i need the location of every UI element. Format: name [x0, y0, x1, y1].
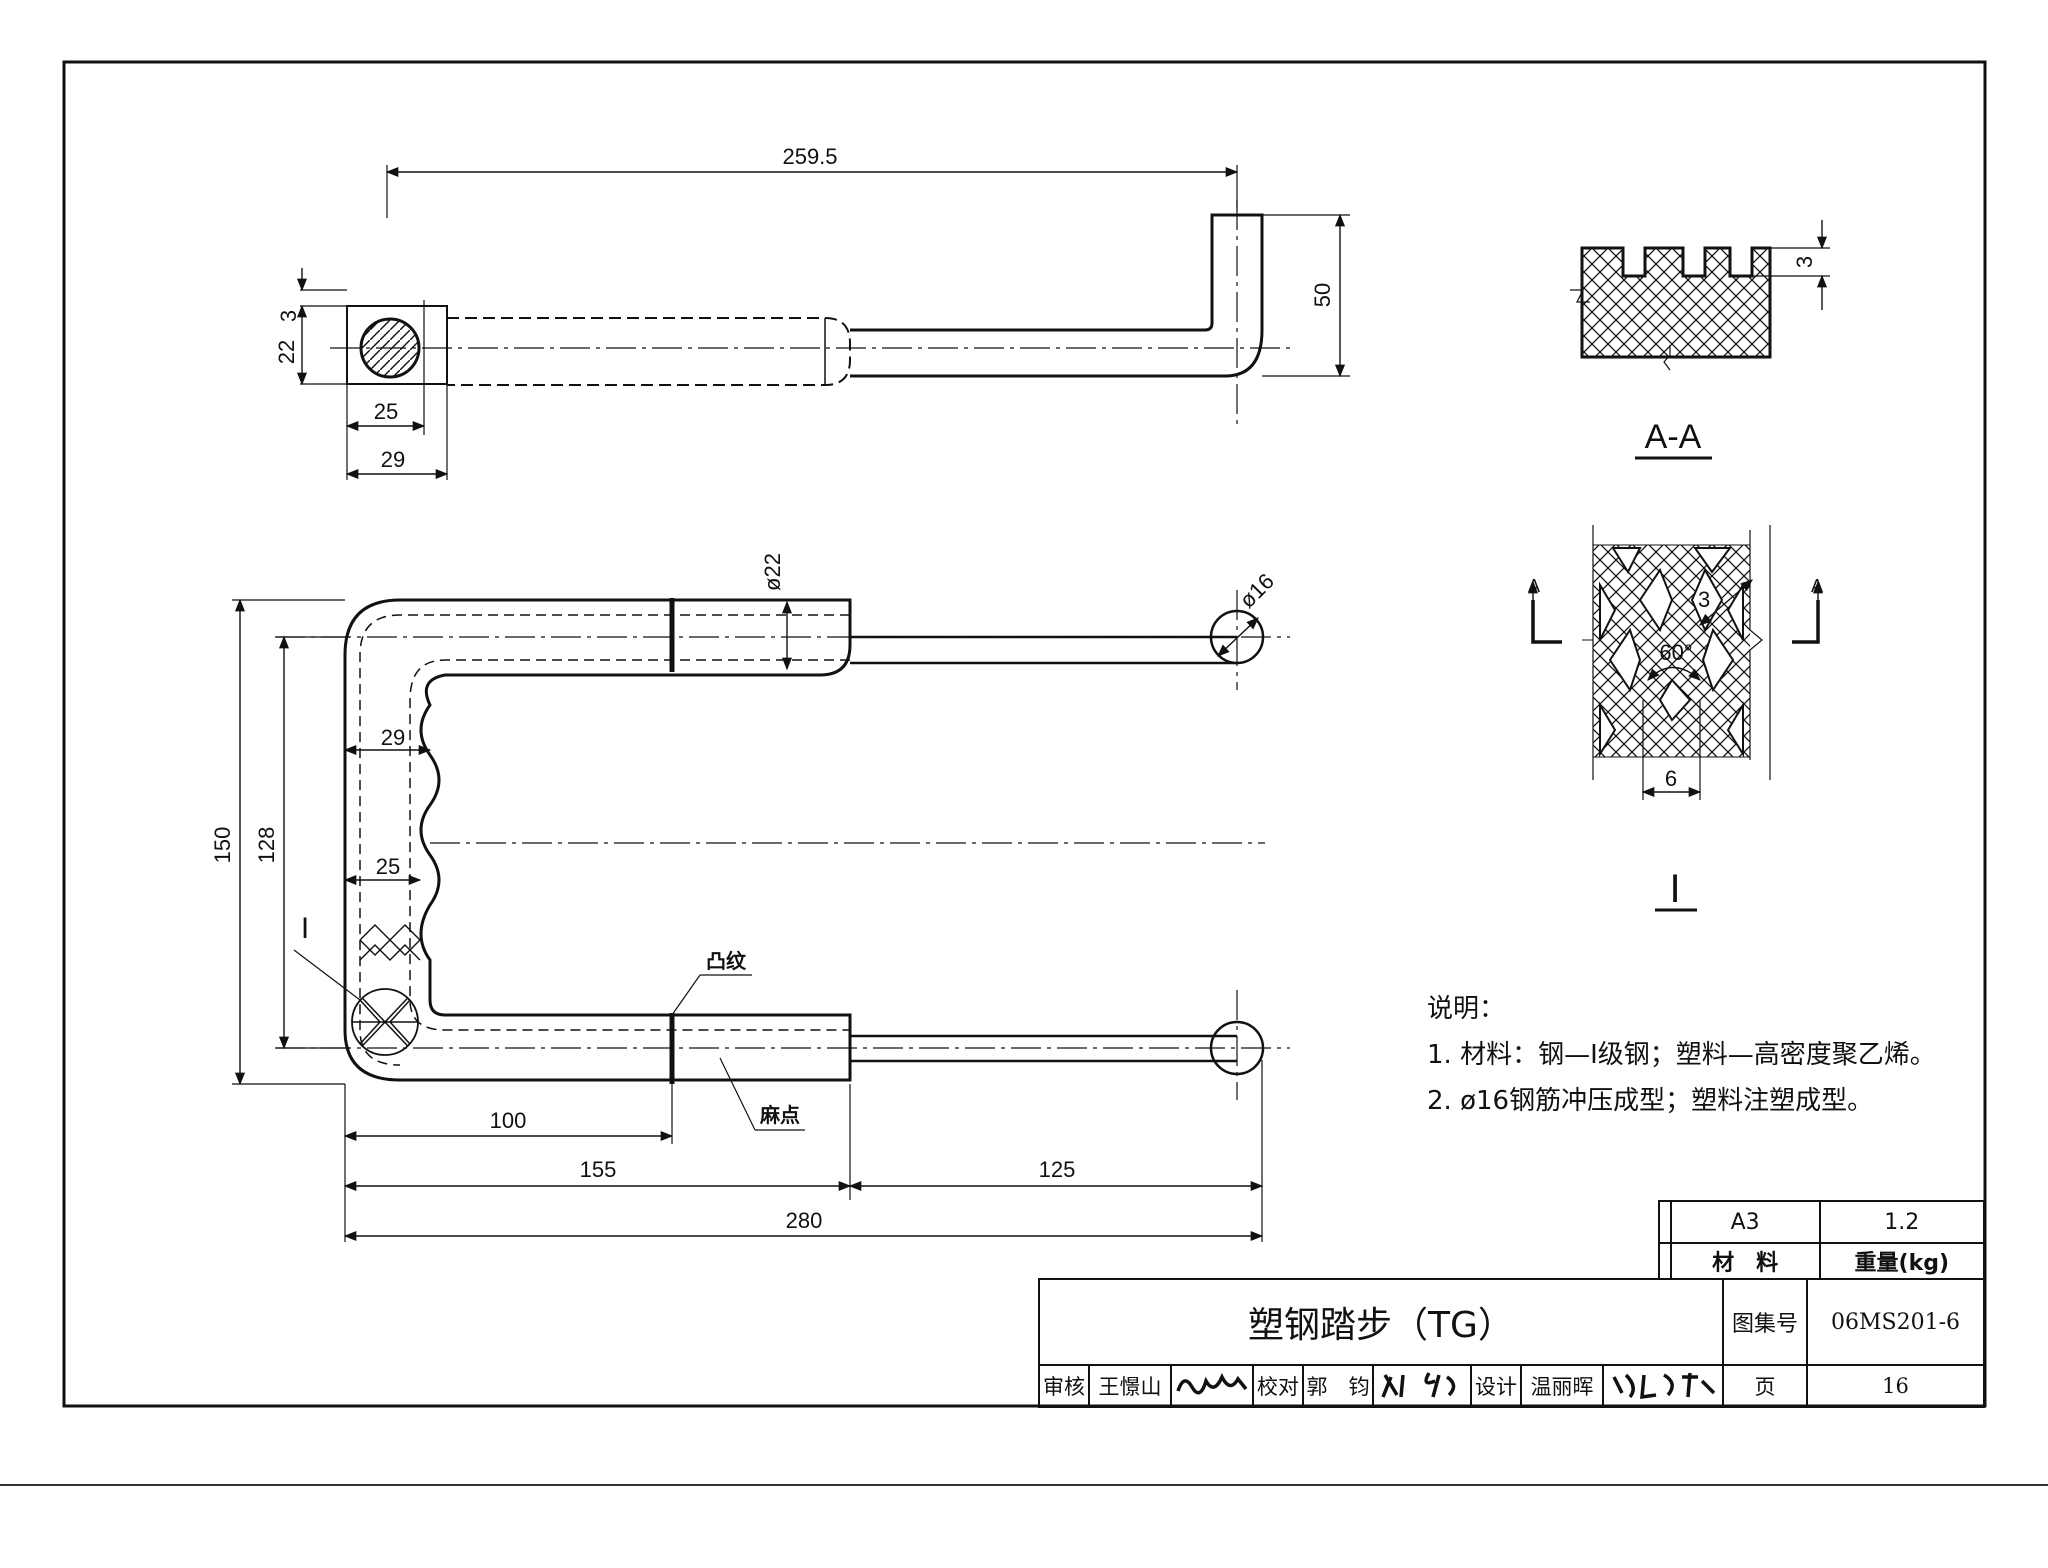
title-block: 塑钢踏步（TG） 图集号 06MS201-6 审核 王憬山 校对 郭 钧 设计 … [1038, 1278, 1985, 1408]
section-aa: 3 A-A [1570, 220, 1830, 460]
dim-3: 3 [276, 310, 301, 322]
detail-i: A A 3 60° 6 I [1527, 525, 1824, 912]
reviewer-name: 王憬山 [1088, 1364, 1172, 1408]
dim-d16: ø16 [1234, 568, 1278, 612]
dim-aa-3: 3 [1792, 256, 1817, 268]
atlas-label: 图集号 [1722, 1278, 1808, 1366]
dim-150: 150 [210, 827, 235, 864]
dim-259-5: 259.5 [782, 144, 837, 169]
front-view-dimensions: 150 128 ø22 ø16 29 25 100 155 125 280 [210, 553, 1279, 1242]
weight-label: 重量(kg) [1818, 1242, 1986, 1280]
note-item-1: 1. 材料：钢—Ⅰ级钢；塑料—高密度聚乙烯。 [1427, 1040, 1936, 1070]
arrow-a-right: A [1811, 576, 1823, 596]
top-view-dimensions: 259.5 50 3 22 25 29 [274, 144, 1350, 480]
material-block: A3 1.2 材 料 重量(kg) [1658, 1200, 1986, 1280]
dim-i-3: 3 [1698, 587, 1710, 612]
atlas-number: 06MS201-6 [1806, 1278, 1985, 1366]
dim-128: 128 [254, 827, 279, 864]
drawing-frame [62, 60, 1987, 1408]
drawing-title: 塑钢踏步（TG） [1038, 1278, 1724, 1366]
dim-d22: ø22 [760, 553, 785, 591]
dim-25-front: 25 [376, 854, 400, 879]
note-item-2: 2. ø16钢筋冲压成型；塑料注塑成型。 [1427, 1086, 1874, 1116]
check-label: 校对 [1252, 1364, 1304, 1408]
dim-50: 50 [1310, 283, 1335, 307]
label-raised: 凸纹 [706, 949, 747, 973]
paper-size: A3 [1669, 1200, 1821, 1244]
notes-heading: 说明： [1427, 994, 1506, 1024]
dim-125: 125 [1039, 1157, 1076, 1182]
material-label: 材 料 [1669, 1242, 1821, 1280]
designer-name: 温丽晖 [1520, 1364, 1604, 1408]
detail-i-title: I [1669, 867, 1680, 911]
checker-name: 郭 钧 [1302, 1364, 1374, 1408]
notes: 说明： 1. 材料：钢—Ⅰ级钢；塑料—高密度聚乙烯。 2. ø16钢筋冲压成型；… [1427, 986, 1936, 1124]
designer-signature [1602, 1364, 1724, 1408]
reviewer-signature [1170, 1364, 1254, 1408]
dim-i-60: 60° [1659, 640, 1692, 665]
dim-29-front: 29 [381, 725, 405, 750]
checker-signature [1372, 1364, 1472, 1408]
label-detail-i: I [301, 912, 309, 945]
label-pitted: 麻点 [759, 1103, 800, 1127]
front-view: 150 128 ø22 ø16 29 25 100 155 125 280 [210, 553, 1290, 1242]
dim-155: 155 [580, 1157, 617, 1182]
page-label: 页 [1722, 1364, 1808, 1408]
dim-280: 280 [786, 1208, 823, 1233]
section-aa-title: A-A [1645, 418, 1702, 456]
top-view: 259.5 50 3 22 25 29 [274, 144, 1350, 480]
plastic-sleeve [343, 598, 852, 1082]
knurl-pattern [351, 924, 421, 1056]
page-bottom-rule [0, 1484, 2048, 1486]
review-label: 审核 [1038, 1364, 1090, 1408]
dim-100: 100 [490, 1108, 527, 1133]
weight-value: 1.2 [1818, 1200, 1986, 1244]
page-number: 16 [1806, 1364, 1985, 1408]
dim-22: 22 [274, 340, 299, 364]
detail-i-circle [351, 988, 419, 1056]
dim-29: 29 [381, 447, 405, 472]
dim-25: 25 [374, 399, 398, 424]
dim-i-6: 6 [1665, 766, 1677, 791]
arrow-a-left: A [1528, 576, 1540, 596]
design-label: 设计 [1470, 1364, 1522, 1408]
